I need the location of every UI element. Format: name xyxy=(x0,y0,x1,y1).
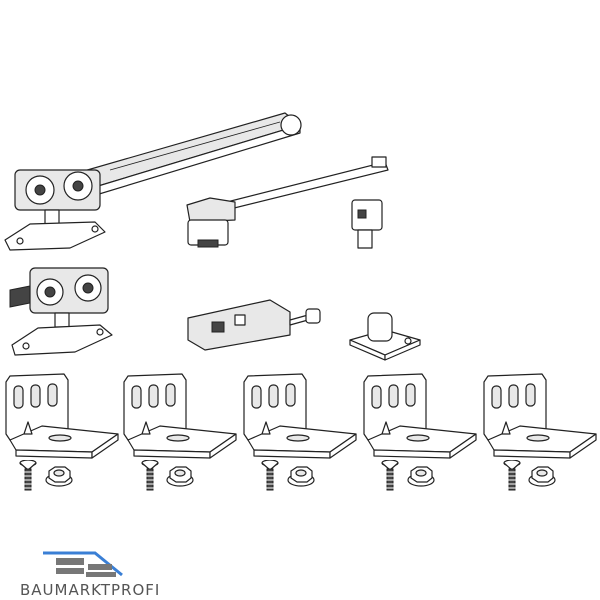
mounting-plate xyxy=(349,312,421,361)
baumarktprofi-logo: BAUMARKTPROFI xyxy=(20,551,160,599)
roller-carriage-top xyxy=(4,169,106,251)
wall-bracket xyxy=(5,373,119,459)
flange-nut xyxy=(528,466,556,487)
screw xyxy=(261,460,279,491)
screw xyxy=(19,460,37,491)
flange-nut xyxy=(45,466,73,487)
roller-carriage-bottom xyxy=(9,267,113,356)
wall-bracket xyxy=(123,373,237,459)
flange-nut xyxy=(166,466,194,487)
logo-roof-icon xyxy=(43,551,123,577)
stopper-block xyxy=(351,199,383,249)
fasteners xyxy=(19,460,556,491)
wall-bracket xyxy=(483,373,597,459)
screw xyxy=(141,460,159,491)
logo-text: BAUMARKTPROFI xyxy=(20,581,160,599)
screw xyxy=(381,460,399,491)
damper-unit xyxy=(187,299,321,351)
wall-brackets xyxy=(5,373,597,459)
wall-bracket xyxy=(363,373,477,459)
damper-rail xyxy=(69,112,302,199)
screw xyxy=(503,460,521,491)
flange-nut xyxy=(407,466,435,487)
flange-nut xyxy=(287,466,315,487)
wall-bracket xyxy=(243,373,357,459)
activator-rod xyxy=(186,156,389,248)
